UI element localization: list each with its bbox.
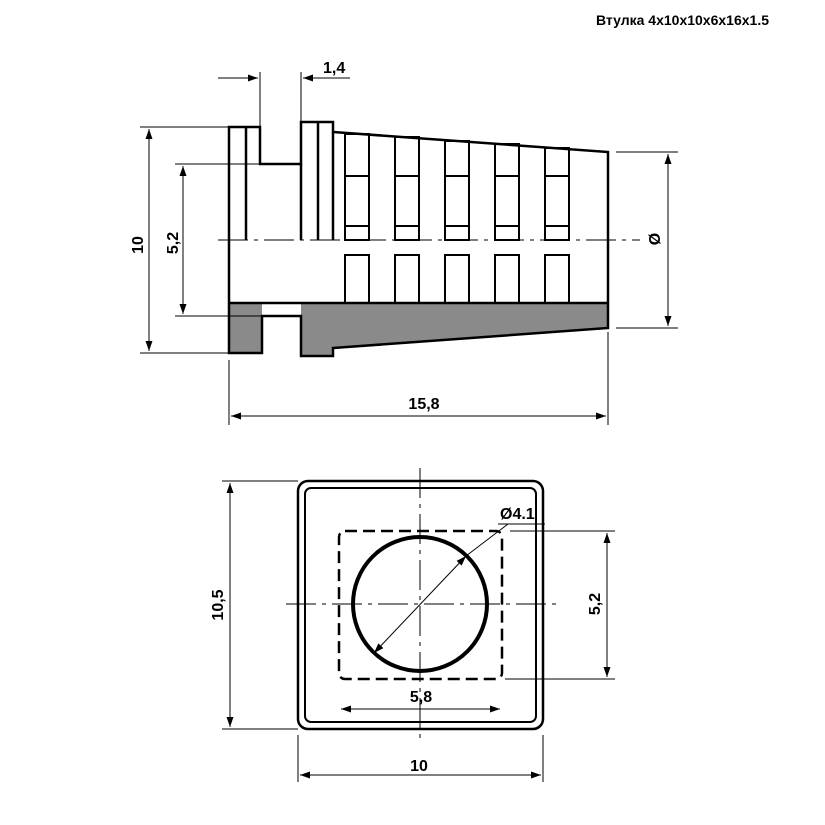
dim-hole-label: Ø4.1 bbox=[500, 506, 535, 523]
dimension-diameter: Ø bbox=[616, 151, 678, 329]
dimension-5-2-top: 5,2 bbox=[505, 530, 615, 680]
dim-diameter-label: Ø bbox=[647, 233, 664, 245]
bushing-outline bbox=[227, 120, 610, 358]
dimension-width-10: 10 bbox=[297, 735, 544, 782]
dimension-length-15-8: 15,8 bbox=[228, 332, 609, 425]
dimension-hole-diameter: Ø4.1 bbox=[373, 506, 545, 654]
drawing-title: Втулка 4x10x10x6x16x1.5 bbox=[596, 12, 769, 28]
dimension-height-10: 10 bbox=[130, 126, 229, 354]
dimension-width-5-8: 5,8 bbox=[341, 689, 500, 713]
ribs-upper bbox=[344, 133, 570, 241]
dimension-height-10-5: 10,5 bbox=[210, 480, 298, 730]
dimension-5-2-side: 5,2 bbox=[165, 163, 262, 317]
dim-10-top-label: 10 bbox=[410, 758, 428, 775]
dim-5-2-side-label: 5,2 bbox=[165, 232, 182, 254]
dim-15-8-label: 15,8 bbox=[408, 396, 439, 413]
dim-5-2-top-label: 5,2 bbox=[587, 593, 604, 615]
dim-1-4-label: 1,4 bbox=[323, 60, 345, 77]
dimension-1-4: 1,4 bbox=[218, 60, 350, 127]
dim-10-5-label: 10,5 bbox=[210, 589, 227, 620]
ribs-lower bbox=[344, 254, 570, 304]
dim-5-8-label: 5,8 bbox=[410, 689, 432, 706]
dim-10-label: 10 bbox=[130, 236, 147, 254]
side-view: 1,4 10 5,2 15,8 Ø bbox=[130, 60, 678, 425]
section-fill bbox=[229, 303, 608, 356]
top-view: Ø4.1 10,5 5,2 5,8 10 bbox=[210, 468, 615, 782]
